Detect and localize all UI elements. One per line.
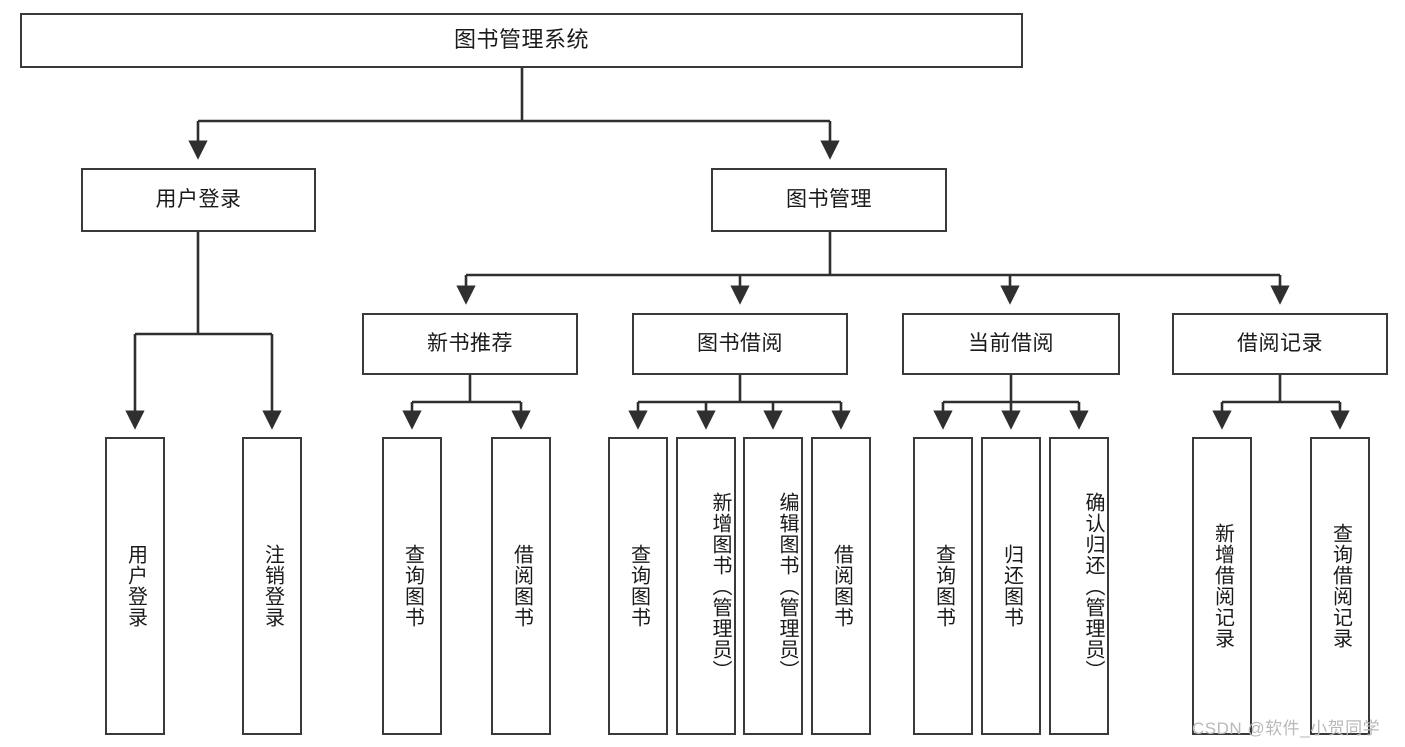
leaf-current-borrow-confirm-admin[interactable]: 确认归还（管理员） (1049, 437, 1109, 735)
leaf-new-book-borrow[interactable]: 借阅图书 (491, 437, 551, 735)
leaf-borrow-record-query[interactable]: 查询借阅记录 (1310, 437, 1370, 735)
node-root-system[interactable]: 图书管理系统 (20, 13, 1023, 68)
leaf-book-borrow-add-admin[interactable]: 新增图书（管理员） (676, 437, 736, 735)
node-current-borrow[interactable]: 当前借阅 (902, 313, 1120, 375)
leaf-user-login-login[interactable]: 用户登录 (105, 437, 165, 735)
node-borrow-record[interactable]: 借阅记录 (1172, 313, 1388, 375)
leaf-current-borrow-return[interactable]: 归还图书 (981, 437, 1041, 735)
node-new-book-recommend[interactable]: 新书推荐 (362, 313, 578, 375)
leaf-book-borrow-borrow[interactable]: 借阅图书 (811, 437, 871, 735)
node-book-borrow[interactable]: 图书借阅 (632, 313, 848, 375)
leaf-current-borrow-query[interactable]: 查询图书 (913, 437, 973, 735)
leaf-user-login-logout[interactable]: 注销登录 (242, 437, 302, 735)
node-user-login[interactable]: 用户登录 (81, 168, 316, 232)
leaf-borrow-record-add[interactable]: 新增借阅记录 (1192, 437, 1252, 735)
csdn-watermark: CSDN @软件_小贺同学 (1192, 719, 1381, 738)
leaf-book-borrow-query[interactable]: 查询图书 (608, 437, 668, 735)
leaf-new-book-query[interactable]: 查询图书 (382, 437, 442, 735)
node-book-management[interactable]: 图书管理 (711, 168, 947, 232)
leaf-book-borrow-edit-admin[interactable]: 编辑图书（管理员） (743, 437, 803, 735)
